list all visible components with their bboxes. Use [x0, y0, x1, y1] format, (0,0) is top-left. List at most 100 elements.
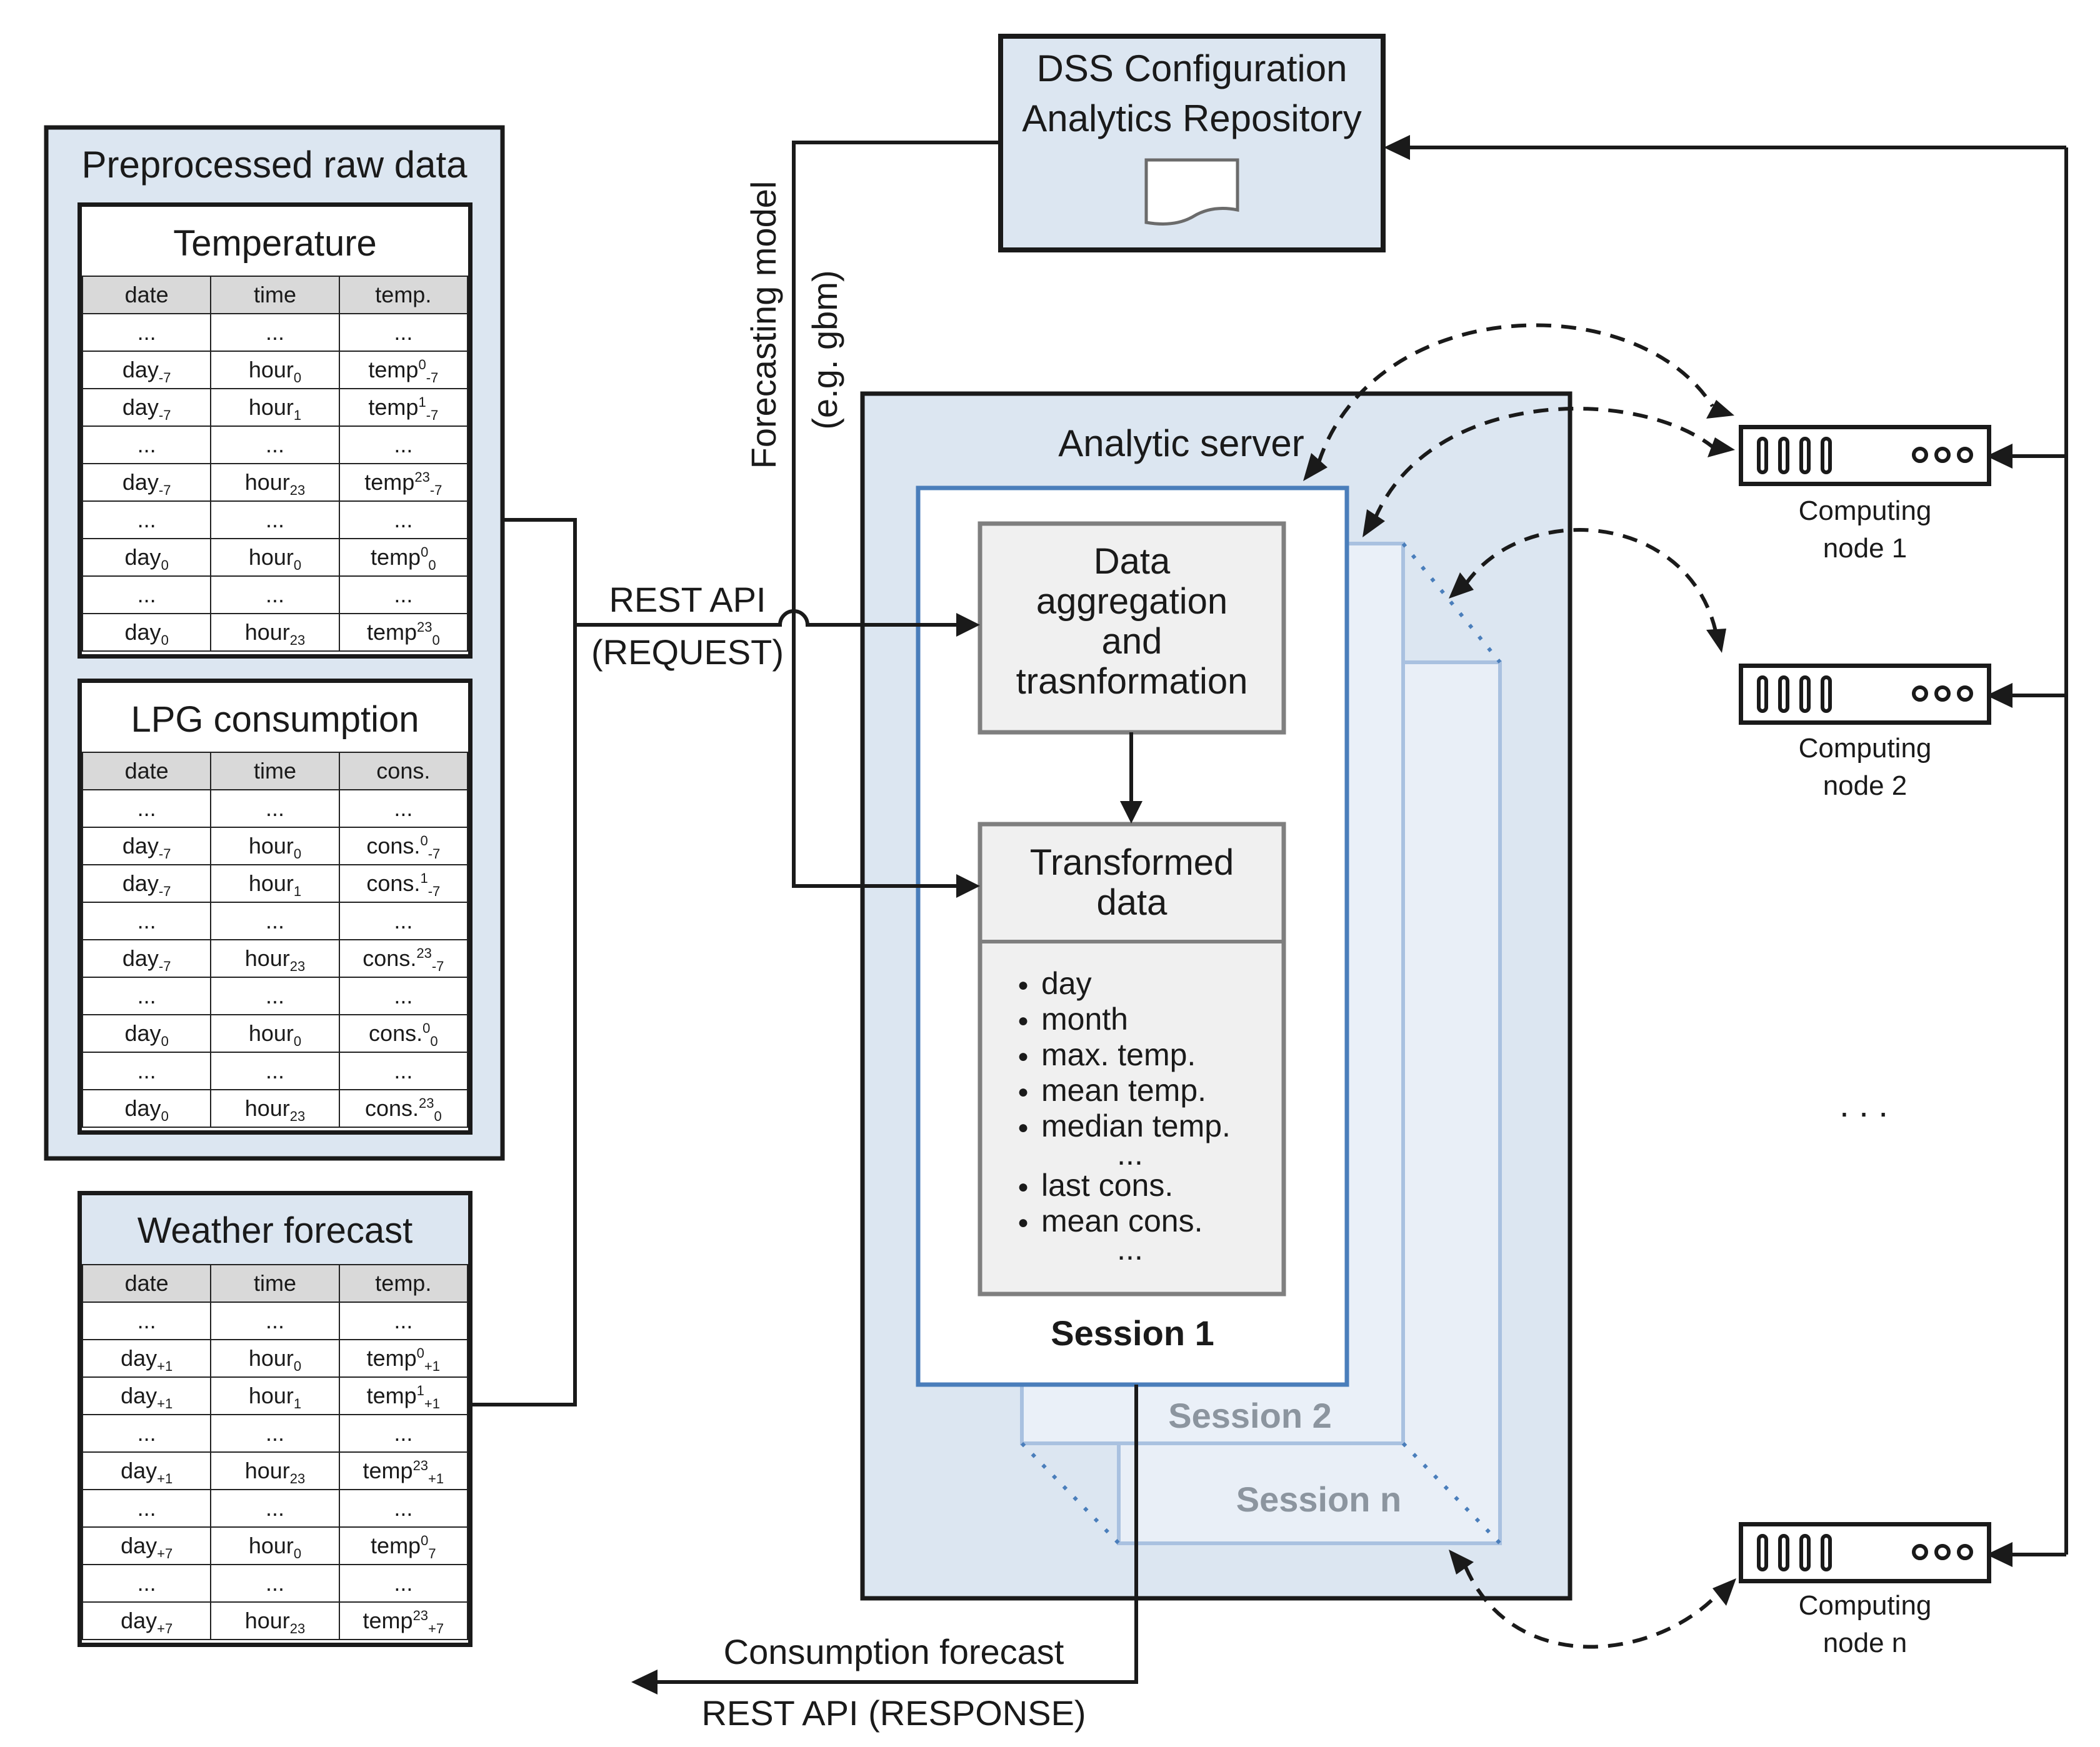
computing-node-1-label: Computing node 1 [1739, 492, 1991, 567]
table-cell: day0 [81, 538, 212, 577]
table-row: ......... [81, 977, 469, 1015]
dss-title-line2: Analytics Repository [1022, 97, 1362, 139]
table-cell: ... [81, 789, 212, 828]
table-cell: cons.00 [338, 1014, 469, 1053]
server-led-icon [1912, 685, 1928, 702]
table-cell: ... [338, 977, 469, 1015]
arrowhead [1986, 444, 2012, 469]
column-header: temp. [338, 1264, 469, 1303]
table-cell: ... [210, 1564, 340, 1603]
table-cell: ... [81, 1414, 212, 1453]
analytic-server-title: Analytic server [1058, 422, 1304, 464]
weather-title-band [82, 1195, 468, 1264]
server-led-icon [1934, 1544, 1951, 1560]
feature-list: daymonthmax. temp.mean temp.median temp.… [1018, 966, 1242, 1265]
table-row: ......... [81, 1052, 469, 1090]
column-header: date [81, 752, 212, 790]
aggregation-line: trasnformation [1016, 661, 1248, 702]
aggregation-line: and [1101, 621, 1162, 662]
server-led-icon [1957, 447, 1973, 463]
arrowhead [1384, 135, 1410, 160]
raw-data-connector [471, 518, 577, 1406]
node-label-line: Computing [1798, 495, 1932, 526]
arrowhead [1362, 509, 1385, 537]
feature-item: max. temp. [1018, 1037, 1242, 1074]
table-cell: day+1 [81, 1451, 212, 1490]
table-cell: day+7 [81, 1601, 212, 1640]
table-row: ......... [81, 500, 469, 539]
table-cell: temp1+1 [338, 1376, 469, 1415]
table-cell: temp23+7 [338, 1601, 469, 1640]
table-cell: ... [338, 313, 469, 352]
table-cell: day+1 [81, 1376, 212, 1415]
aggregation-box [978, 521, 1286, 735]
computing-node-2-icon [1739, 664, 1991, 725]
feature-item: mean temp. [1018, 1073, 1242, 1110]
table-cell: temp00 [338, 538, 469, 577]
node-label-line: node 1 [1822, 533, 1908, 564]
table-cell: day-7 [81, 827, 212, 865]
table-cell: ... [210, 1414, 340, 1453]
table-cell: ... [338, 1302, 469, 1340]
table-cell: ... [338, 902, 469, 940]
table-cell: day0 [81, 613, 212, 652]
table-row: ......... [81, 575, 469, 614]
server-slot-icon [1821, 675, 1832, 713]
rest-api-request-label: REST API [609, 580, 766, 619]
arrowhead [1449, 1550, 1474, 1575]
server-led-icon [1957, 1544, 1973, 1560]
table-cell: hour1 [210, 864, 340, 903]
table-cell: ... [81, 1489, 212, 1528]
table-cell: cons.0-7 [338, 827, 469, 865]
table-cell: hour23 [210, 613, 340, 652]
table-cell: ... [81, 902, 212, 940]
aggregation-box-text: Data aggregation and trasnformation [980, 544, 1284, 704]
table-row: ......... [81, 902, 469, 940]
table-cell: ... [210, 1052, 340, 1090]
table-cell: hour1 [210, 388, 340, 427]
column-header: cons. [338, 752, 469, 790]
arrowhead [631, 1670, 658, 1695]
table-cell: ... [338, 1414, 469, 1453]
server-led-icon [1912, 447, 1928, 463]
dashed-link-noden-sessionn [1464, 1566, 1718, 1649]
consumption-forecast-label: Consumption forecast [723, 1632, 1064, 1671]
arrowhead [1986, 683, 2012, 708]
session-n-label: Session n [1236, 1480, 1402, 1519]
table-cell: ... [210, 902, 340, 940]
server-led-icon [1934, 447, 1951, 463]
session-2-label: Session 2 [1168, 1396, 1332, 1435]
table-row: ......... [81, 1302, 469, 1340]
table-cell: ... [338, 789, 469, 828]
table-cell: temp23-7 [338, 463, 469, 502]
table-cell: hour0 [210, 827, 340, 865]
column-header: time [210, 276, 340, 314]
arrowhead [1449, 572, 1474, 599]
table-cell: hour23 [210, 1451, 340, 1490]
table-cell: hour0 [210, 351, 340, 389]
table-row: ......... [81, 1564, 469, 1603]
server-slot-icon [1757, 437, 1768, 474]
table-cell: day-7 [81, 864, 212, 903]
table-cell: hour23 [210, 1089, 340, 1128]
table-cell: cons.1-7 [338, 864, 469, 903]
table-cell: ... [338, 1564, 469, 1603]
column-header: date [81, 1264, 212, 1303]
feature-ellipsis: ... [1117, 1137, 1143, 1172]
feature-item: median temp. [1018, 1108, 1242, 1145]
document-icon [1144, 158, 1239, 226]
column-header: temp. [338, 276, 469, 314]
arrowhead [1303, 453, 1328, 481]
weather-table-title: Weather forecast [137, 1210, 413, 1251]
forecasting-model-line [792, 141, 1001, 888]
table-cell: cons.230 [338, 1089, 469, 1128]
node-label-line: Computing [1798, 1590, 1932, 1621]
